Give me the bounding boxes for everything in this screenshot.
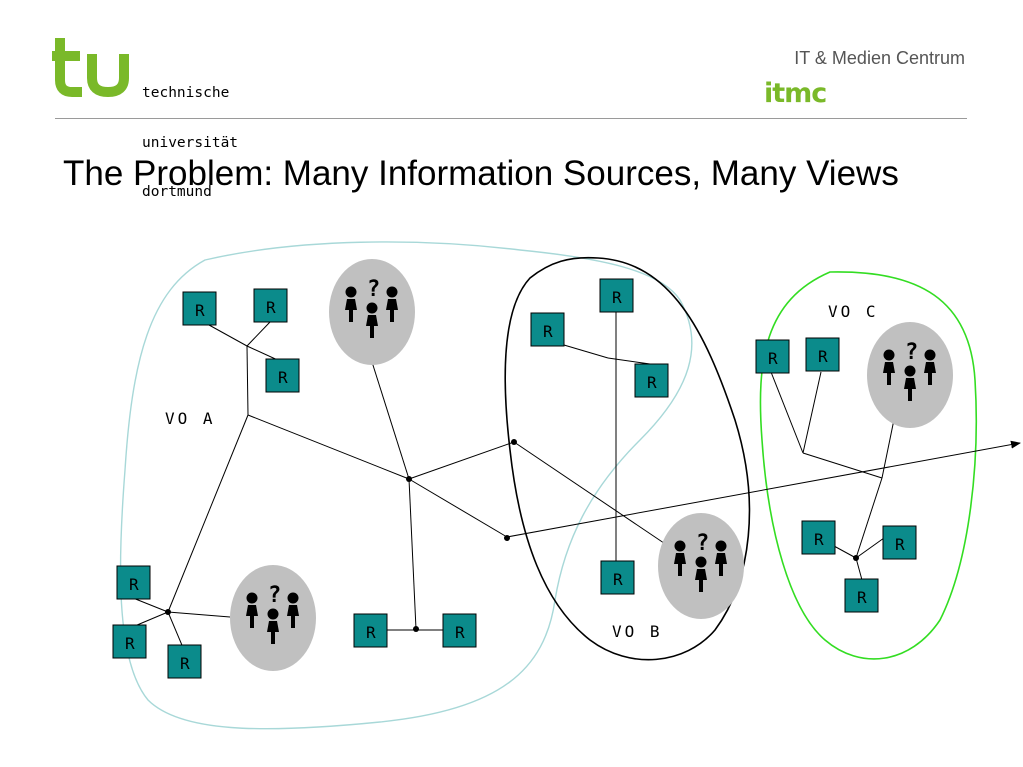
resource-box: R (265, 358, 300, 393)
junction-dot (853, 555, 859, 561)
university-name-line-2: universität (142, 134, 239, 151)
question-mark: ? (268, 583, 281, 608)
junction-dot (511, 439, 517, 445)
resource-box: R (112, 624, 147, 659)
resource-label: R (125, 634, 135, 653)
resource-label: R (366, 623, 376, 642)
resource-box: R (182, 291, 217, 326)
vo-c-outline (759, 271, 977, 660)
vo-c-label: VO C (828, 302, 879, 321)
resource-box: R (755, 339, 790, 374)
vo-a-label: VO A (165, 409, 216, 428)
question-mark: ? (905, 340, 918, 365)
resource-label: R (180, 654, 190, 673)
user-group: ? (658, 513, 744, 619)
resource-box: R (634, 363, 669, 398)
resource-box: R (844, 578, 879, 613)
resource-label: R (818, 347, 828, 366)
resource-box: R (600, 560, 635, 595)
resource-box: R (599, 278, 634, 313)
resource-box: R (801, 520, 836, 555)
junction-dot (504, 535, 510, 541)
resource-label: R (543, 322, 553, 341)
resource-label: R (895, 535, 905, 554)
user-group: ? (329, 259, 415, 365)
resource-box: R (253, 288, 288, 323)
junction-dot (413, 626, 419, 632)
university-name-line-3: dortmund (142, 184, 212, 200)
resource-label: R (612, 288, 622, 307)
resource-label: R (768, 349, 778, 368)
resource-label: R (195, 301, 205, 320)
itmc-title: IT & Medien Centrum (794, 48, 965, 68)
resource-label: R (814, 530, 824, 549)
tu-logo-icon (52, 38, 129, 98)
vo-b-outline (504, 256, 751, 661)
resource-box: R (805, 337, 840, 372)
question-mark: ? (367, 277, 380, 302)
slide-title: The Problem: Many Information Sources, M… (63, 154, 899, 193)
itmc-logo: itmc (764, 78, 827, 109)
junction-dot (406, 476, 412, 482)
vo-b-label: VO B (612, 622, 663, 641)
resource-label: R (455, 623, 465, 642)
user-group: ? (867, 322, 953, 428)
network-links (129, 310, 1021, 651)
university-name: technische universität dortmund (142, 52, 238, 217)
resource-label: R (278, 368, 288, 387)
university-name-line-1: technische (142, 85, 230, 101)
user-group: ? (230, 565, 316, 671)
junction-dot (165, 609, 171, 615)
resource-box: R (167, 644, 202, 679)
resource-box: R (353, 613, 388, 648)
resource-label: R (613, 570, 623, 589)
resource-box: R (530, 312, 565, 347)
resource-label: R (857, 588, 867, 607)
resource-box: R (116, 565, 151, 600)
resource-box: R (442, 613, 477, 648)
header-divider (55, 118, 967, 119)
resource-box: R (882, 525, 917, 560)
resource-label: R (647, 373, 657, 392)
network-junctions (165, 439, 859, 632)
resource-label: R (266, 298, 276, 317)
vo-a-outline (119, 241, 693, 730)
question-mark: ? (696, 531, 709, 556)
resource-label: R (129, 575, 139, 594)
